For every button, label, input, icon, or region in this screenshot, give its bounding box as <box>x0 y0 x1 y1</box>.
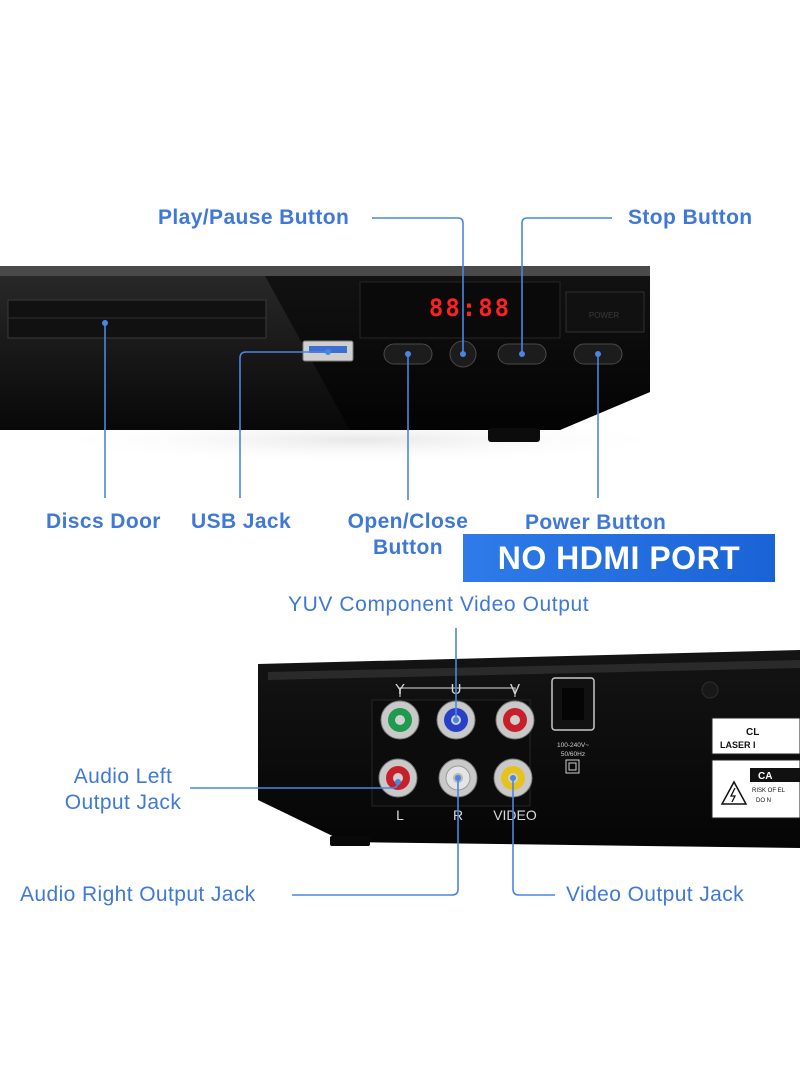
yuv-bracket <box>399 687 516 697</box>
label-audio-left-line-1: Audio Left <box>73 765 173 788</box>
disc-tray[interactable] <box>7 299 267 339</box>
dot-audio-right <box>455 775 461 781</box>
label-play-pause-button: Play/Pause Button <box>158 206 350 229</box>
label-y: Y <box>395 681 405 698</box>
led-display: 88:88 <box>429 294 511 322</box>
sticker-1-line-2: LASER I <box>720 740 756 750</box>
label-l: L <box>396 807 404 823</box>
label-video: VIDEO <box>493 807 537 823</box>
dvd-player-rear: Y U V <box>258 650 800 848</box>
label-v: V <box>510 681 520 698</box>
leader-usb <box>239 351 328 498</box>
sticker-2-title: CA <box>758 771 772 782</box>
label-audio-right-output: Audio Right Output Jack <box>20 883 256 906</box>
dot-discs-door <box>102 320 108 326</box>
lightning-icon <box>729 787 737 803</box>
front-leader-lines <box>104 217 612 500</box>
label-power-button: Power Button <box>525 511 667 534</box>
rating-line-2: 50/60Hz <box>561 751 585 758</box>
power-connector-socket <box>562 688 584 720</box>
display-window <box>359 281 561 339</box>
dvd-player-front: 88:88 POWER <box>0 266 680 464</box>
dot-video <box>510 775 516 781</box>
dot-power <box>595 351 601 357</box>
top-bevel <box>0 266 650 276</box>
warning-triangle-icon <box>720 780 748 805</box>
label-audio-left-line-2: Output Jack <box>64 791 182 814</box>
jack-v-red[interactable] <box>495 700 535 740</box>
leader-video <box>512 778 555 896</box>
caution-title-bar <box>750 768 800 782</box>
dot-play-pause <box>460 351 466 357</box>
no-hdmi-banner: NO HDMI PORT <box>463 534 775 582</box>
double-insulation-icon-inner <box>568 762 577 771</box>
rear-top-edge <box>268 660 800 680</box>
power-key-panel <box>565 291 645 333</box>
leader-audio-right <box>292 778 459 896</box>
label-open-close-line-2: Button <box>372 536 444 559</box>
dot-audio-left <box>395 779 401 785</box>
rear-foot <box>330 836 370 846</box>
jack-audio-left-red[interactable] <box>378 758 418 798</box>
sticker-2-line-1: RISK OF EL <box>752 788 786 794</box>
power-key-text: POWER <box>589 311 619 320</box>
leader-stop <box>521 217 612 354</box>
label-video-output: Video Output Jack <box>566 883 745 906</box>
jack-y-pin <box>395 715 405 725</box>
label-discs-door: Discs Door <box>46 510 161 533</box>
rating-line-1: 100-240V~ <box>557 742 589 749</box>
jack-v-pin <box>510 715 520 725</box>
front-leader-dots <box>102 320 601 357</box>
label-open-close-button: Open/Close Button <box>342 509 474 561</box>
dot-open-close <box>405 351 411 357</box>
screw-icon <box>701 681 719 699</box>
double-insulation-icon <box>565 759 580 774</box>
sticker-2-line-2: DO N <box>756 798 771 804</box>
label-usb-jack: USB Jack <box>191 510 292 533</box>
front-foot <box>488 428 540 442</box>
leader-play-pause <box>372 217 464 354</box>
label-yuv-output: YUV Component Video Output <box>288 593 590 616</box>
jack-y-green[interactable] <box>380 700 420 740</box>
dot-usb <box>325 349 331 355</box>
dot-yuv <box>453 717 459 723</box>
dot-stop <box>519 351 525 357</box>
label-open-close-line-1: Open/Close <box>347 510 469 533</box>
rear-leader-dots <box>395 717 516 785</box>
label-stop-button: Stop Button <box>628 206 753 229</box>
sticker-1-line-1: CL <box>746 727 759 738</box>
label-audio-left: Audio Left Output Jack <box>56 764 190 816</box>
class-label-sticker <box>711 717 800 755</box>
